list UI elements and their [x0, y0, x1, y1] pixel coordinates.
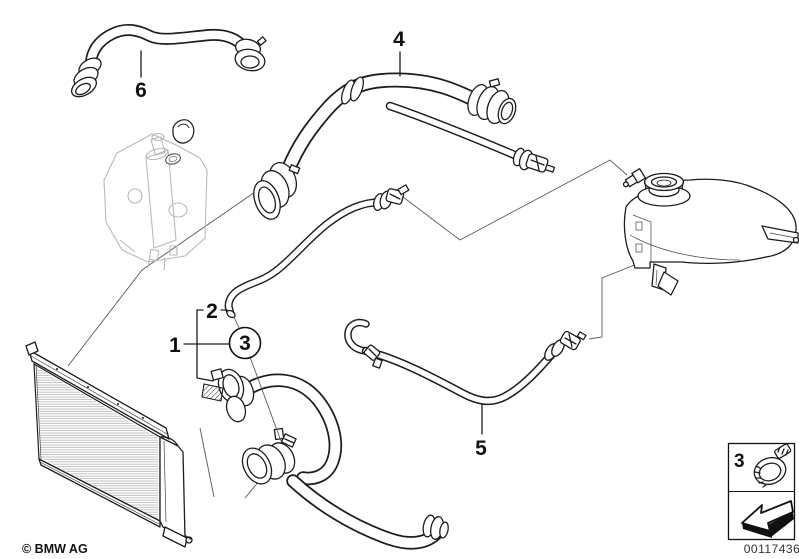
tank-bottom-fittings	[651, 263, 679, 296]
hose-6	[70, 23, 267, 98]
hose5-right-connector	[544, 330, 587, 361]
callout-3-label[interactable]: 3	[239, 332, 251, 355]
hose1-lower-connector	[241, 427, 297, 485]
legend-number[interactable]: 3	[734, 451, 745, 472]
callout-5[interactable]: 5	[475, 403, 487, 460]
callout-2-label[interactable]: 2	[206, 300, 218, 323]
callout-6-label[interactable]: 6	[135, 79, 147, 102]
clamp-position-leader	[233, 316, 282, 442]
hose-clamp-icon	[753, 443, 792, 488]
tank-vent-nipple	[622, 168, 647, 188]
water-pump-faint	[103, 119, 208, 271]
direction-arrow-icon	[741, 500, 794, 538]
hose1-end-rings	[422, 514, 449, 540]
hose4-branch-connector	[512, 147, 556, 173]
hose4-lower-connector	[253, 162, 301, 220]
legend-box: 3	[727, 442, 796, 541]
hose1-upper-connector	[201, 368, 255, 423]
hose6-lower-connector	[70, 57, 102, 98]
radiator-fins	[36, 367, 158, 519]
hose5-left-connector	[363, 344, 383, 369]
hose4-mid-rings	[340, 76, 365, 105]
radiator-mount-dots	[56, 368, 144, 419]
hose-2	[224, 184, 410, 319]
callout-5-label[interactable]: 5	[475, 437, 487, 460]
legend-clamp-cell[interactable]: 3	[734, 443, 792, 488]
callout-2[interactable]: 2	[196, 300, 228, 382]
tank-mount-arm	[761, 225, 799, 244]
expansion-tank	[622, 168, 799, 296]
hose-1	[201, 368, 449, 550]
hose2-open-end	[226, 309, 236, 319]
hose2-elbow-connector	[373, 184, 410, 211]
callout-6[interactable]: 6	[135, 50, 147, 102]
hose-5	[344, 318, 587, 406]
callout-4-label[interactable]: 4	[393, 28, 405, 51]
hose6-upper-connector	[234, 36, 267, 72]
hose-4	[253, 72, 556, 220]
tank-cap	[643, 172, 685, 198]
callout-4[interactable]: 4	[393, 28, 405, 77]
copyright: © BMW AG	[22, 542, 88, 556]
hose4-right-connector	[467, 78, 517, 125]
callout-1-label[interactable]: 1	[169, 334, 181, 357]
pump-elbow-stub	[172, 119, 195, 144]
hose1-thermostat-stub	[201, 383, 224, 402]
radiator	[25, 341, 193, 548]
image-number: 00117436	[744, 542, 799, 556]
callout-3[interactable]: 3	[228, 326, 262, 360]
callout-1[interactable]: 1	[169, 334, 230, 357]
